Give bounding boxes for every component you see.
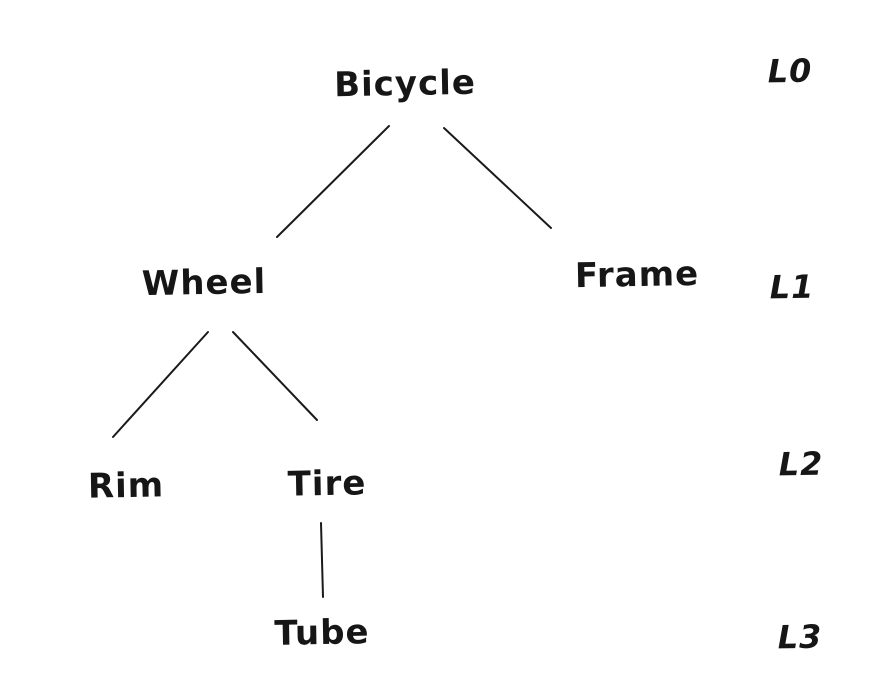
tree-node-frame: Frame: [574, 253, 700, 297]
level-label-l0: L0: [767, 51, 813, 91]
tree-node-wheel: Wheel: [141, 261, 267, 305]
tree-node-bicycle: Bicycle: [333, 62, 477, 106]
edge-tire-tube: [320, 522, 324, 598]
edge-bicycle-wheel: [276, 125, 390, 238]
level-label-l1: L1: [769, 267, 815, 307]
edge-wheel-tire: [232, 331, 318, 421]
level-label-l3: L3: [777, 617, 823, 657]
tree-node-tire: Tire: [287, 463, 367, 505]
tree-node-tube: Tube: [274, 612, 370, 654]
tree-node-rim: Rim: [87, 465, 165, 507]
level-label-l2: L2: [778, 444, 824, 484]
edge-wheel-rim: [112, 331, 209, 438]
edge-bicycle-frame: [443, 127, 552, 229]
